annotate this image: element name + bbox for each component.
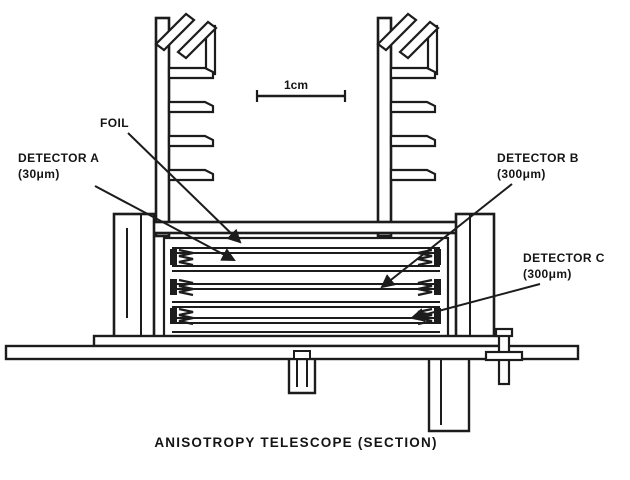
detector-b-arrow [380,183,513,289]
scale-bar: 1cm [255,78,347,102]
foil-label: FOIL [100,116,129,130]
detector-b-label: DETECTOR B [497,151,579,165]
detector-c-label: DETECTOR C [523,251,605,265]
right-collimator-stack [376,12,440,238]
leader-arrows [94,132,541,322]
detector-a-size: (30μm) [18,167,60,181]
center-mount-stub [287,350,317,395]
detector-a-arrow [94,185,236,261]
base-plate [4,334,580,361]
detector-c-size: (300μm) [523,267,572,281]
detector-c-arrow [409,283,541,322]
scale-label: 1cm [284,78,308,92]
left-collimator-stack [154,12,218,238]
right-mount-stub [427,359,471,433]
figure-caption: ANISOTROPY TELESCOPE (SECTION) [154,435,437,450]
mounting-bolt [484,327,524,386]
detector-b-size: (300μm) [497,167,546,181]
detector-stack [172,247,440,333]
detector-a-label: DETECTOR A [18,151,99,165]
spring-contacts [170,248,441,326]
foil-arrow [127,132,242,244]
